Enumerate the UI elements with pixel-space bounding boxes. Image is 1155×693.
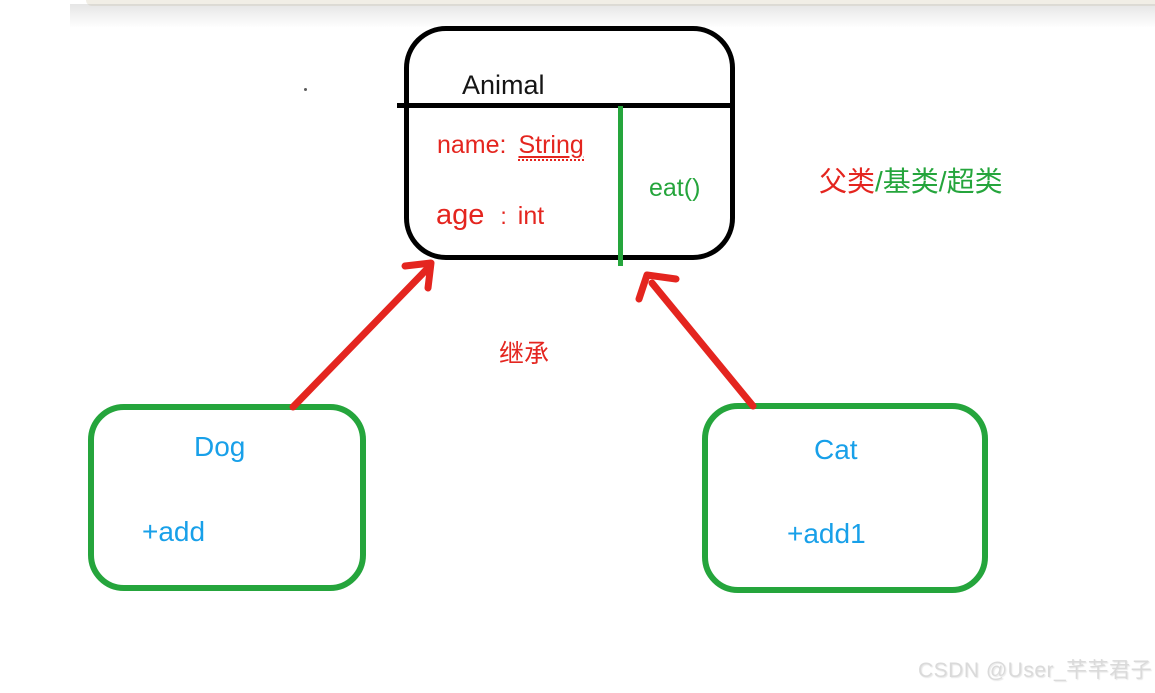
window-top-shadow (70, 4, 1155, 28)
cat-to-animal-arrow (635, 271, 757, 410)
cat-arrow-shaft (648, 279, 757, 410)
dog-arrow-head (401, 259, 435, 292)
animal-title-divider (397, 103, 734, 108)
ink-dot (304, 88, 307, 91)
animal-attribute-name: name: String (437, 133, 584, 161)
animal-method-divider (618, 106, 623, 266)
attribute-age-colon: : (500, 203, 507, 229)
attribute-name-label: name: (437, 131, 507, 159)
dog-class-member: +add (142, 516, 206, 547)
superclass-annotation: 父类/基类/超类 (819, 168, 1003, 196)
cat-class-title: Cat (814, 434, 858, 465)
dog-class-title: Dog (194, 431, 246, 462)
animal-attribute-age: age : int (436, 201, 544, 230)
superclass-annotation-red: 父类 (819, 166, 876, 197)
window-top-edge (86, 0, 1155, 6)
dog-arrow-shaft (289, 263, 433, 411)
inheritance-annotation: 继承 (499, 340, 550, 368)
attribute-age-label: age (436, 199, 485, 231)
csdn-watermark: CSDN @User_芊芊君子 (918, 659, 1153, 682)
attribute-name-type: String (518, 131, 584, 161)
cat-arrow-head (635, 271, 680, 303)
attribute-age-type: int (517, 202, 545, 230)
cat-class-box (702, 403, 988, 593)
animal-method-eat: eat() (649, 174, 701, 202)
superclass-annotation-green: /基类/超类 (875, 166, 1003, 197)
animal-class-box (404, 26, 735, 260)
cat-class-member: +add1 (787, 518, 866, 549)
dog-class-box (88, 404, 366, 591)
animal-class-title: Animal (462, 70, 545, 100)
dog-to-animal-arrow (289, 259, 435, 411)
